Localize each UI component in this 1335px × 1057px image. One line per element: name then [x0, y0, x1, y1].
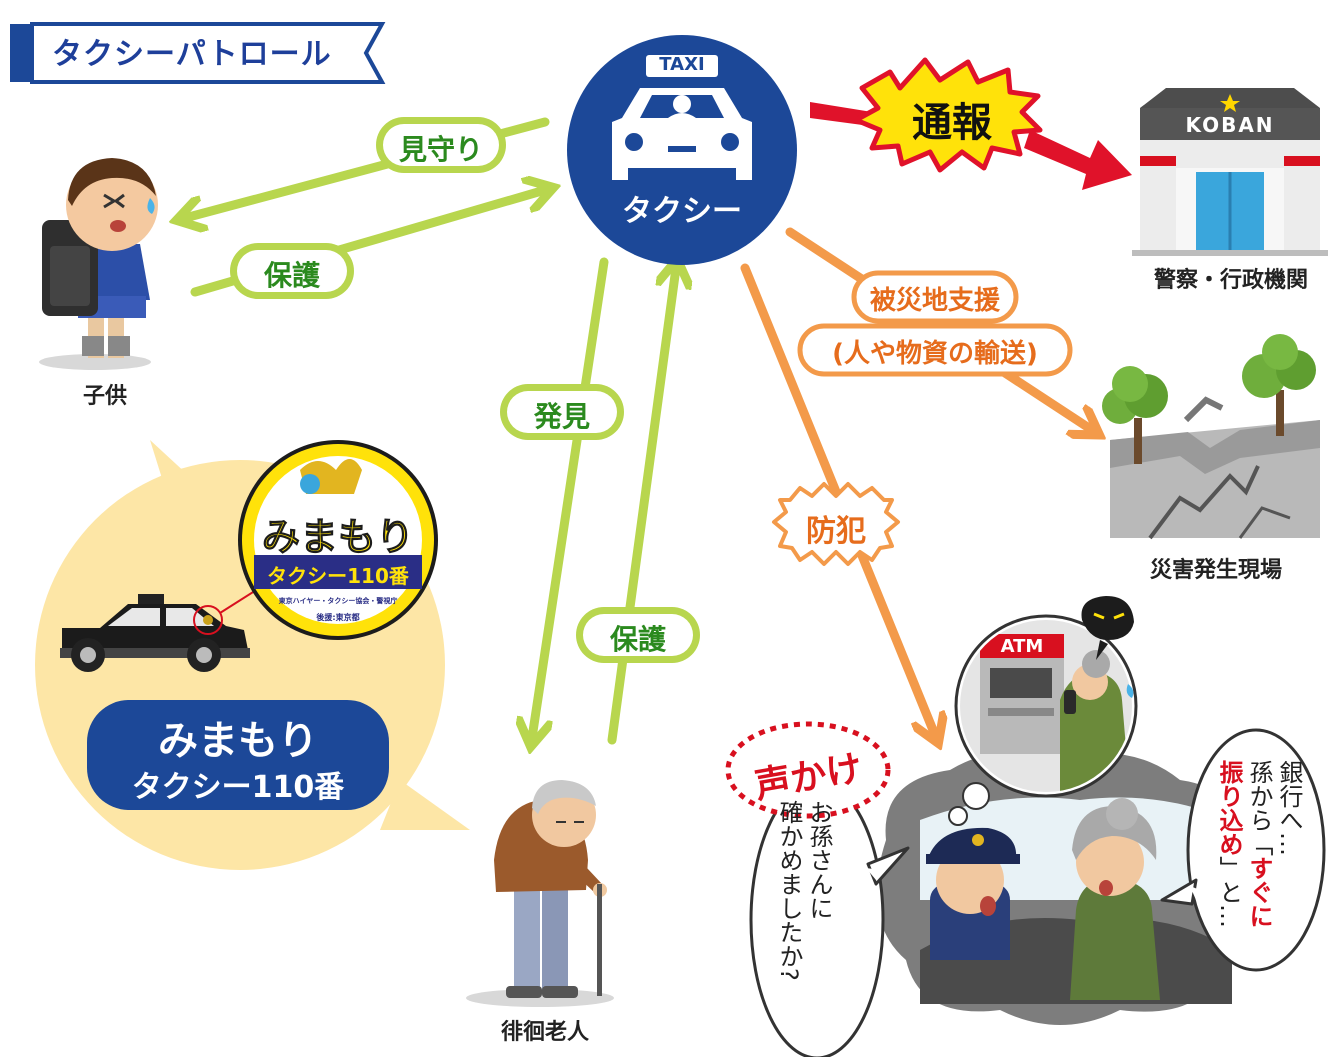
taxi-sign-bg	[646, 55, 718, 77]
pill-call-out	[725, 721, 891, 819]
disaster-caption: 災害発生現場	[1149, 558, 1282, 583]
mimamori-banner-line2: タクシー110番	[131, 770, 345, 805]
cab-scene	[876, 752, 1254, 1025]
protect-child-label: 保護	[263, 259, 320, 292]
lady-speech-line-3a: 振り込め	[1215, 760, 1243, 856]
taxi-sign-text: TAXI	[659, 54, 705, 75]
old-lady-illustration	[1070, 798, 1160, 1000]
disaster-support-label-1: 被災地支援	[869, 286, 1000, 316]
sticker-support: 後援:東京都	[316, 613, 360, 622]
koban-sign: KOBAN	[1185, 113, 1275, 137]
black-taxi-illustration	[60, 569, 289, 672]
arrow-discover	[532, 257, 609, 738]
report-label: 通報	[912, 100, 992, 146]
driver-speech-text: お孫さんに 確かめましたか?	[775, 800, 833, 981]
pill-crime-prevention	[772, 482, 900, 566]
atm-bubble	[954, 596, 1138, 798]
sticker-title: みまもり	[261, 515, 414, 560]
disaster-support-label-2: (人や物資の輸送)	[832, 339, 1038, 369]
lady-speech-bubble	[1160, 728, 1326, 972]
title-banner	[10, 22, 386, 84]
report-burst	[853, 57, 1043, 173]
lady-speech-line-2a: 孫から「	[1245, 760, 1273, 856]
mimamori-banner-bg	[87, 700, 389, 810]
lady-speech-line-1: 銀行へ…	[1275, 760, 1303, 856]
pill-protect-child	[230, 243, 354, 299]
disaster-illustration	[1102, 334, 1320, 540]
koban-building	[1132, 88, 1328, 256]
taxi-hub	[567, 35, 797, 265]
mimamori-sticker	[238, 440, 438, 640]
driver-illustration	[926, 827, 1020, 960]
watch-label: 見守り	[398, 133, 483, 166]
atm-sign: ATM	[1000, 636, 1044, 657]
police-caption: 警察・行政機関	[1153, 268, 1308, 293]
mimamori-banner-line1: みまもり	[158, 718, 318, 764]
protect-elder-label: 保護	[609, 623, 666, 656]
pill-discover	[500, 384, 624, 440]
pill-disaster-support	[797, 270, 1073, 377]
crime-prevention-label: 防犯	[806, 514, 866, 549]
lady-speech-line-3b: 」と…	[1215, 856, 1243, 928]
discover-label: 発見	[533, 400, 590, 433]
child-caption: 子供	[82, 384, 127, 409]
lady-speech-text: 銀行へ… 孫から「すぐに 振り込め」と…	[1214, 760, 1304, 960]
sticker-org: 東京ハイヤー・タクシー協会・警視庁	[278, 597, 398, 605]
pill-protect-elder	[576, 607, 700, 663]
arrow-protect-elder	[607, 268, 676, 745]
page-title: タクシーパトロール	[52, 37, 332, 72]
elder-caption: 徘徊老人	[500, 1020, 589, 1045]
taxi-label: タクシー	[622, 194, 742, 229]
elder-illustration	[466, 780, 614, 1007]
sticker-subtitle: タクシー110番	[267, 564, 409, 588]
child-illustration	[39, 158, 158, 370]
pill-watch	[376, 117, 506, 173]
lady-speech-line-2b: すぐに	[1245, 856, 1273, 928]
